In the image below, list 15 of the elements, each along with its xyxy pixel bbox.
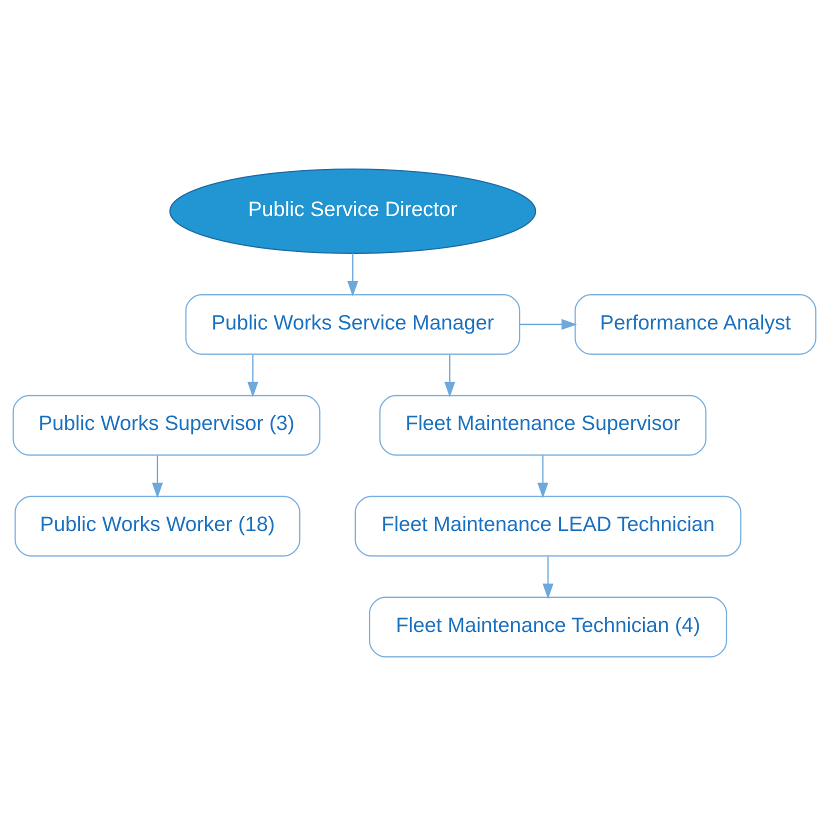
node-box: Fleet Maintenance Supervisor — [379, 394, 706, 456]
arrow — [444, 354, 456, 397]
node-ellipse: Public Service Director — [169, 168, 536, 254]
node-box: Fleet Maintenance LEAD Technician — [354, 495, 742, 556]
arrow — [520, 318, 578, 330]
node-box: Public Works Worker (18) — [14, 495, 300, 556]
node-box: Public Works Service Manager — [185, 294, 520, 354]
node-box: Performance Analyst — [574, 294, 816, 354]
node-box: Fleet Maintenance Technician (4) — [368, 596, 728, 657]
arrow — [542, 556, 554, 599]
node-box: Public Works Supervisor (3) — [12, 394, 320, 456]
arrow — [152, 455, 163, 498]
arrow — [247, 354, 258, 397]
arrow — [537, 455, 548, 498]
arrow — [347, 252, 358, 296]
